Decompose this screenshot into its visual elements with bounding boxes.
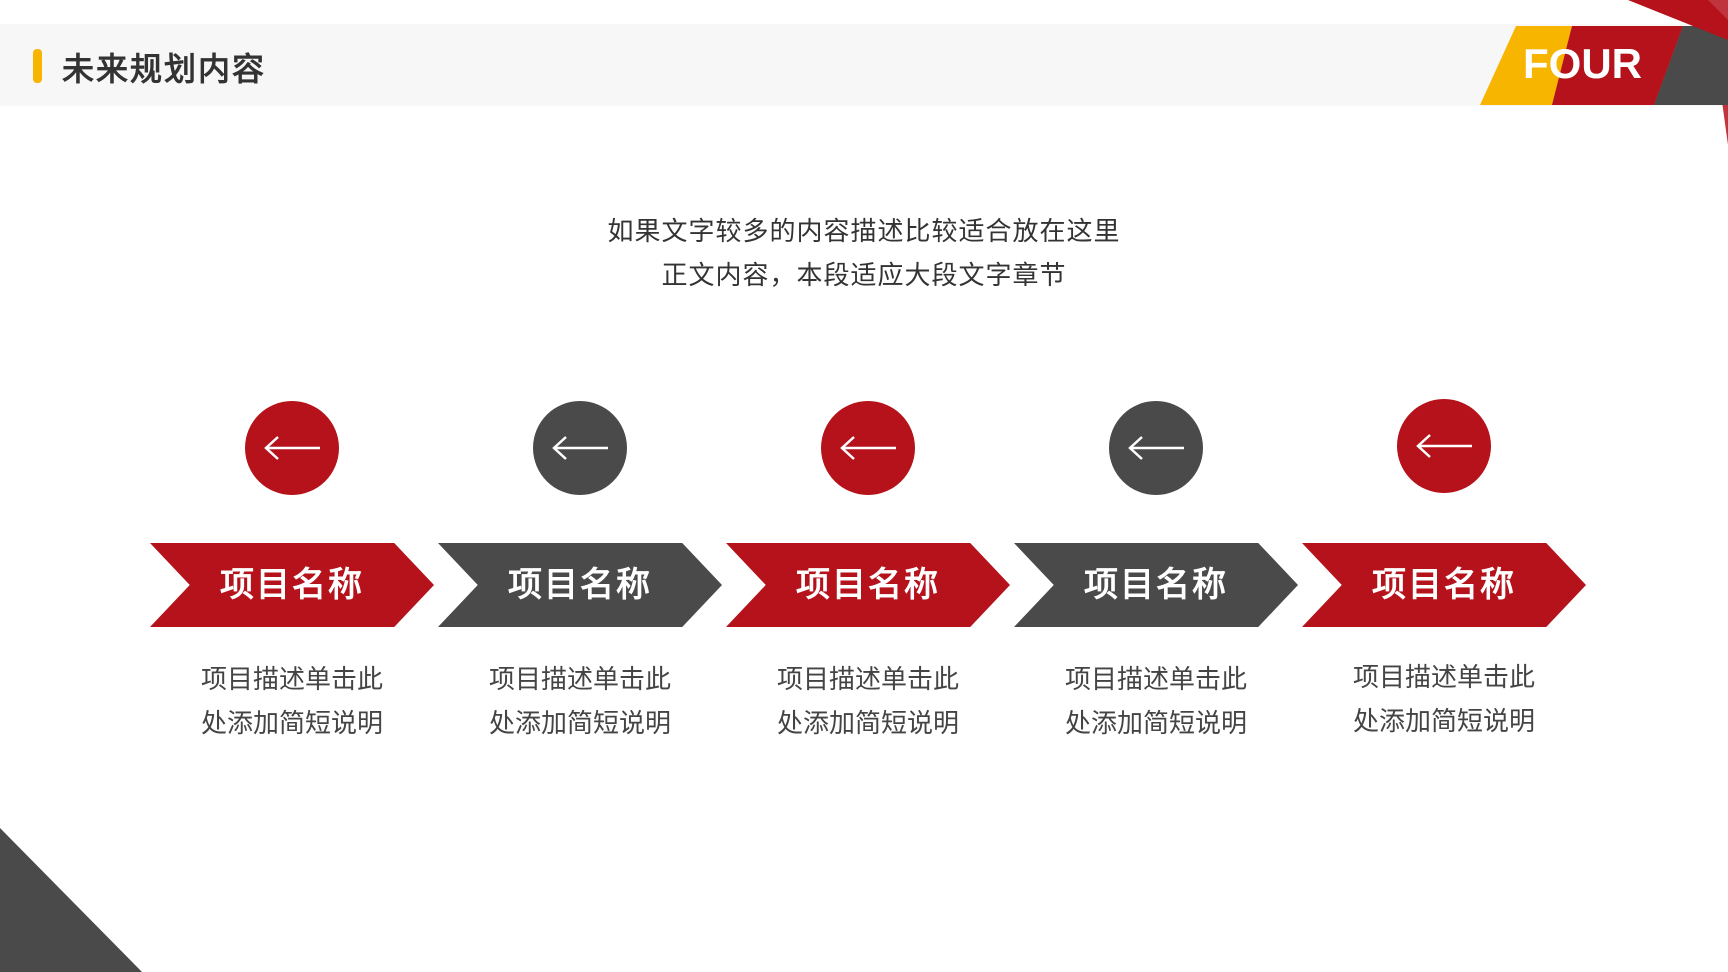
step-description-line-2: 处添加简短说明 [488, 709, 671, 739]
header-bar [0, 24, 1728, 106]
step-title: 项目名称 [1084, 565, 1228, 605]
intro-line-1: 如果文字较多的内容描述比较适合放在这里 [607, 217, 1121, 247]
intro-line-2: 正文内容，本段适应大段文字章节 [661, 261, 1067, 291]
step-description-line-2: 处添加简短说明 [1064, 709, 1247, 739]
title-accent-bar [33, 49, 42, 83]
step-description: 项目描述单击此 处添加简短说明 [1014, 658, 1298, 746]
arrow-left-icon [552, 436, 608, 460]
step-description: 项目描述单击此 处添加简短说明 [1302, 656, 1586, 744]
corner-decoration [1480, 0, 1728, 145]
arrow-left-icon [1128, 436, 1184, 460]
section-label: FOUR [1523, 40, 1642, 87]
step-description: 项目描述单击此 处添加简短说明 [438, 658, 722, 746]
step-circle [1109, 401, 1203, 495]
step-description-line-1: 项目描述单击此 [1352, 663, 1535, 693]
step-circle [1397, 399, 1491, 493]
step-title: 项目名称 [508, 565, 652, 605]
step-chevron [150, 543, 434, 627]
step-chevron [726, 543, 1010, 627]
arrow-left-icon [1416, 434, 1472, 458]
intro-text: 如果文字较多的内容描述比较适合放在这里 正文内容，本段适应大段文字章节 [0, 210, 1728, 298]
step-description-line-1: 项目描述单击此 [488, 665, 671, 695]
corner-triangle-decoration [0, 828, 142, 972]
step-circle [533, 401, 627, 495]
arrow-left-icon [264, 436, 320, 460]
step-chevron [438, 543, 722, 627]
arrow-left-icon [840, 436, 896, 460]
step-circle [245, 401, 339, 495]
step-title: 项目名称 [220, 565, 364, 605]
step-description-line-1: 项目描述单击此 [1064, 665, 1247, 695]
step-description-line-1: 项目描述单击此 [200, 665, 383, 695]
step-description-line-1: 项目描述单击此 [776, 665, 959, 695]
step-circle [821, 401, 915, 495]
step-description-line-2: 处添加简短说明 [1352, 707, 1535, 737]
step-title: 项目名称 [1372, 565, 1516, 605]
step-description-line-2: 处添加简短说明 [776, 709, 959, 739]
step-description-line-2: 处添加简短说明 [200, 709, 383, 739]
step-title: 项目名称 [796, 565, 940, 605]
step-description: 项目描述单击此 处添加简短说明 [726, 658, 1010, 746]
step-chevron [1014, 543, 1298, 627]
step-description: 项目描述单击此 处添加简短说明 [150, 658, 434, 746]
step-chevron [1302, 543, 1586, 627]
page-title: 未来规划内容 [62, 50, 267, 88]
